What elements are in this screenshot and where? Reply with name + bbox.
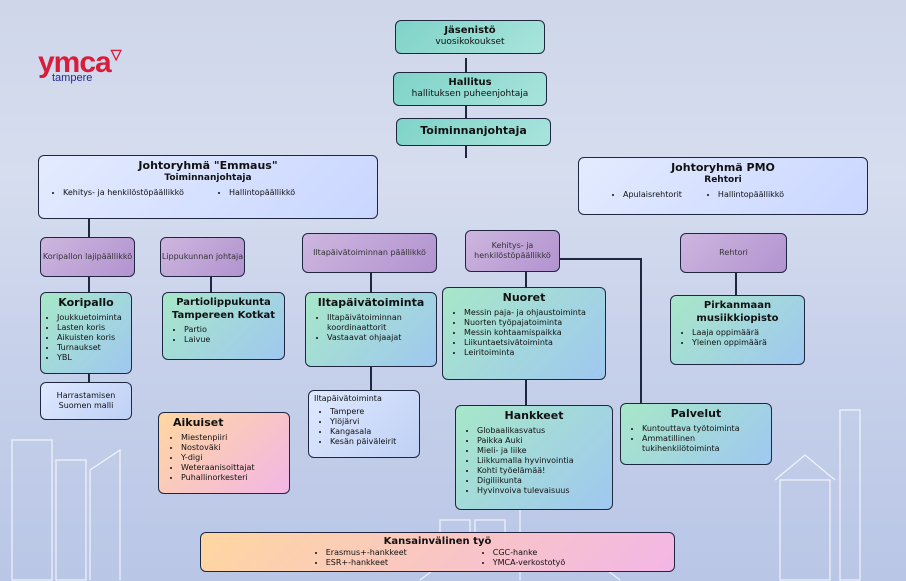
kansainvalinen-box: Kansainvälinen työ Erasmus+-hankkeet ESR… xyxy=(200,532,675,572)
emmaus-subtitle: Toiminnanjohtaja xyxy=(164,173,252,184)
nuoret-item: Liikuntaetsivätoiminta xyxy=(464,338,600,348)
board-title: Hallitus xyxy=(448,77,492,88)
kansainvalinen-title: Kansainvälinen työ xyxy=(383,536,492,547)
harrastamisen-text: Harrastamisen Suomen malli xyxy=(56,390,116,410)
director-box: Toiminnanjohtaja xyxy=(396,118,551,146)
iltapaivatoiminta-box: Iltapäivätoiminta Iltapäivätoiminnan koo… xyxy=(305,292,437,367)
hankkeet-item: Paikka Auki xyxy=(477,436,607,446)
musiikki-item: Laaja oppimäärä xyxy=(692,328,799,338)
palvelut-item: Ammatillinen tukihenkilötoiminta xyxy=(642,434,766,454)
nuoret-item: Leiritoiminta xyxy=(464,348,600,358)
musiikki-title: Pirkanmaan musiikkiopisto xyxy=(696,300,779,324)
hankkeet-title: Hankkeet xyxy=(504,409,564,422)
hankkeet-item: Digiliikunta xyxy=(477,476,607,486)
nuoret-title: Nuoret xyxy=(502,291,546,304)
emmaus-item: Hallintopäällikkö xyxy=(229,188,295,198)
iltapaivatoiminta-item: Iltapäivätoiminnan koordinaattorit xyxy=(327,313,431,333)
koripallo-title: Koripallo xyxy=(58,296,114,309)
aikuiset-item: Weteraanisoittajat xyxy=(181,463,283,473)
palvelut-title: Palvelut xyxy=(670,407,722,420)
emmaus-title: Johtoryhmä "Emmaus" xyxy=(138,159,278,172)
hankkeet-item: Mieli- ja liike xyxy=(477,446,607,456)
manager-rehtori: Rehtori xyxy=(680,233,787,273)
partio-title: Partiolippukunta Tampereen Kotkat xyxy=(171,297,276,321)
iltapaivatoiminta-item: Vastaavat ohjaajat xyxy=(327,333,431,343)
koripallo-box: Koripallo Joukkuetoiminta Lasten koris A… xyxy=(40,292,132,374)
logo-city: tampere xyxy=(52,72,93,84)
nuoret-item: Messin paja- ja ohjaustoiminta xyxy=(464,308,600,318)
pmo-box: Johtoryhmä PMO Rehtori Apulaisrehtorit H… xyxy=(578,157,868,215)
iltapaiva-place-item: Ylöjärvi xyxy=(330,417,414,427)
connector-line xyxy=(210,275,212,295)
koripallo-item: Aikuisten koris xyxy=(57,333,127,343)
members-title: Jäsenistö xyxy=(444,25,496,36)
palvelut-box: Palvelut Kuntouttava työtoiminta Ammatil… xyxy=(620,403,772,465)
iltapaiva-place-item: Tampere xyxy=(330,407,414,417)
koripallo-item: Joukkuetoiminta xyxy=(57,313,127,323)
nuoret-box: Nuoret Messin paja- ja ohjaustoiminta Nu… xyxy=(442,287,606,380)
manager-iltapaiva: Iltapäivätoiminnan päällikkö xyxy=(302,233,437,273)
pmo-item: Hallintopäällikkö xyxy=(718,190,784,200)
pmo-subtitle: Rehtori xyxy=(704,175,742,186)
board-subtitle: hallituksen puheenjohtaja xyxy=(411,89,529,99)
manager-kehitys: Kehitys- ja henkilöstöpäällikkö xyxy=(465,230,560,272)
iltapaivatoiminta-title: Iltapäivätoiminta xyxy=(317,296,425,309)
connector-line xyxy=(88,160,90,300)
partio-box: Partiolippukunta Tampereen Kotkat Partio… xyxy=(162,292,285,360)
pmo-title: Johtoryhmä PMO xyxy=(671,161,775,174)
logo-mark-icon: ▽ xyxy=(110,46,122,62)
iltapaiva-places-title: Iltapäivätoiminta xyxy=(314,394,382,403)
aikuiset-title: Aikuiset xyxy=(173,416,224,429)
logo-brand: ymca xyxy=(38,46,112,79)
hankkeet-item: Liikkumalla hyvinvointia xyxy=(477,456,607,466)
partio-item: Partio xyxy=(184,325,279,335)
members-box: Jäsenistö vuosikokoukset xyxy=(395,20,545,54)
hankkeet-item: Hyvinvoiva tulevaisuus xyxy=(477,486,607,496)
palvelut-item: Kuntouttava työtoiminta xyxy=(642,424,766,434)
musiikki-box: Pirkanmaan musiikkiopisto Laaja oppimäär… xyxy=(670,295,805,365)
manager-koripallo: Koripallon lajipäällikkö xyxy=(40,237,135,277)
koripallo-item: Lasten koris xyxy=(57,323,127,333)
hankkeet-box: Hankkeet Globaalikasvatus Paikka Auki Mi… xyxy=(455,405,613,510)
connector-line xyxy=(560,258,640,260)
aikuiset-item: Nostoväki xyxy=(181,443,283,453)
manager-lippukunta: Lippukunnan johtaja xyxy=(160,237,245,277)
iltapaiva-place-item: Kesän päiväleirit xyxy=(330,437,414,447)
emmaus-item: Kehitys- ja henkilöstöpäällikkö xyxy=(63,188,203,198)
connector-line xyxy=(735,272,737,297)
kansainvalinen-item: ESR+-hankkeet xyxy=(326,558,407,568)
koripallo-item: YBL xyxy=(57,353,127,363)
partio-item: Laivue xyxy=(184,335,279,345)
aikuiset-item: Miestenpiiri xyxy=(181,433,283,443)
hankkeet-item: Kohti työelämää! xyxy=(477,466,607,476)
aikuiset-box: Aikuiset Miestenpiiri Nostoväki Y-digi W… xyxy=(158,412,290,494)
kansainvalinen-item: Erasmus+-hankkeet xyxy=(326,548,407,558)
members-subtitle: vuosikokoukset xyxy=(435,37,505,47)
kansainvalinen-item: CGC-hanke xyxy=(493,548,566,558)
aikuiset-item: Y-digi xyxy=(181,453,283,463)
director-title: Toiminnanjohtaja xyxy=(420,124,527,137)
musiikki-item: Yleinen oppimäärä xyxy=(692,338,799,348)
nuoret-item: Nuorten työpajatoiminta xyxy=(464,318,600,328)
aikuiset-item: Puhallinorkesteri xyxy=(181,473,283,483)
ymca-logo: ymca▽ tampere xyxy=(38,46,122,84)
iltapaiva-places-box: Iltapäivätoiminta Tampere Ylöjärvi Kanga… xyxy=(308,390,420,458)
emmaus-box: Johtoryhmä "Emmaus" Toiminnanjohtaja Keh… xyxy=(38,155,378,219)
board-box: Hallitus hallituksen puheenjohtaja xyxy=(393,72,547,106)
pmo-item: Apulaisrehtorit xyxy=(623,190,682,200)
iltapaiva-place-item: Kangasala xyxy=(330,427,414,437)
koripallo-item: Turnaukset xyxy=(57,343,127,353)
hankkeet-item: Globaalikasvatus xyxy=(477,426,607,436)
nuoret-item: Messin kohtaamispaikka xyxy=(464,328,600,338)
kansainvalinen-item: YMCA-verkostotyö xyxy=(493,558,566,568)
connector-line xyxy=(640,258,642,408)
harrastamisen-box: Harrastamisen Suomen malli xyxy=(40,382,132,420)
connector-line xyxy=(465,58,467,158)
